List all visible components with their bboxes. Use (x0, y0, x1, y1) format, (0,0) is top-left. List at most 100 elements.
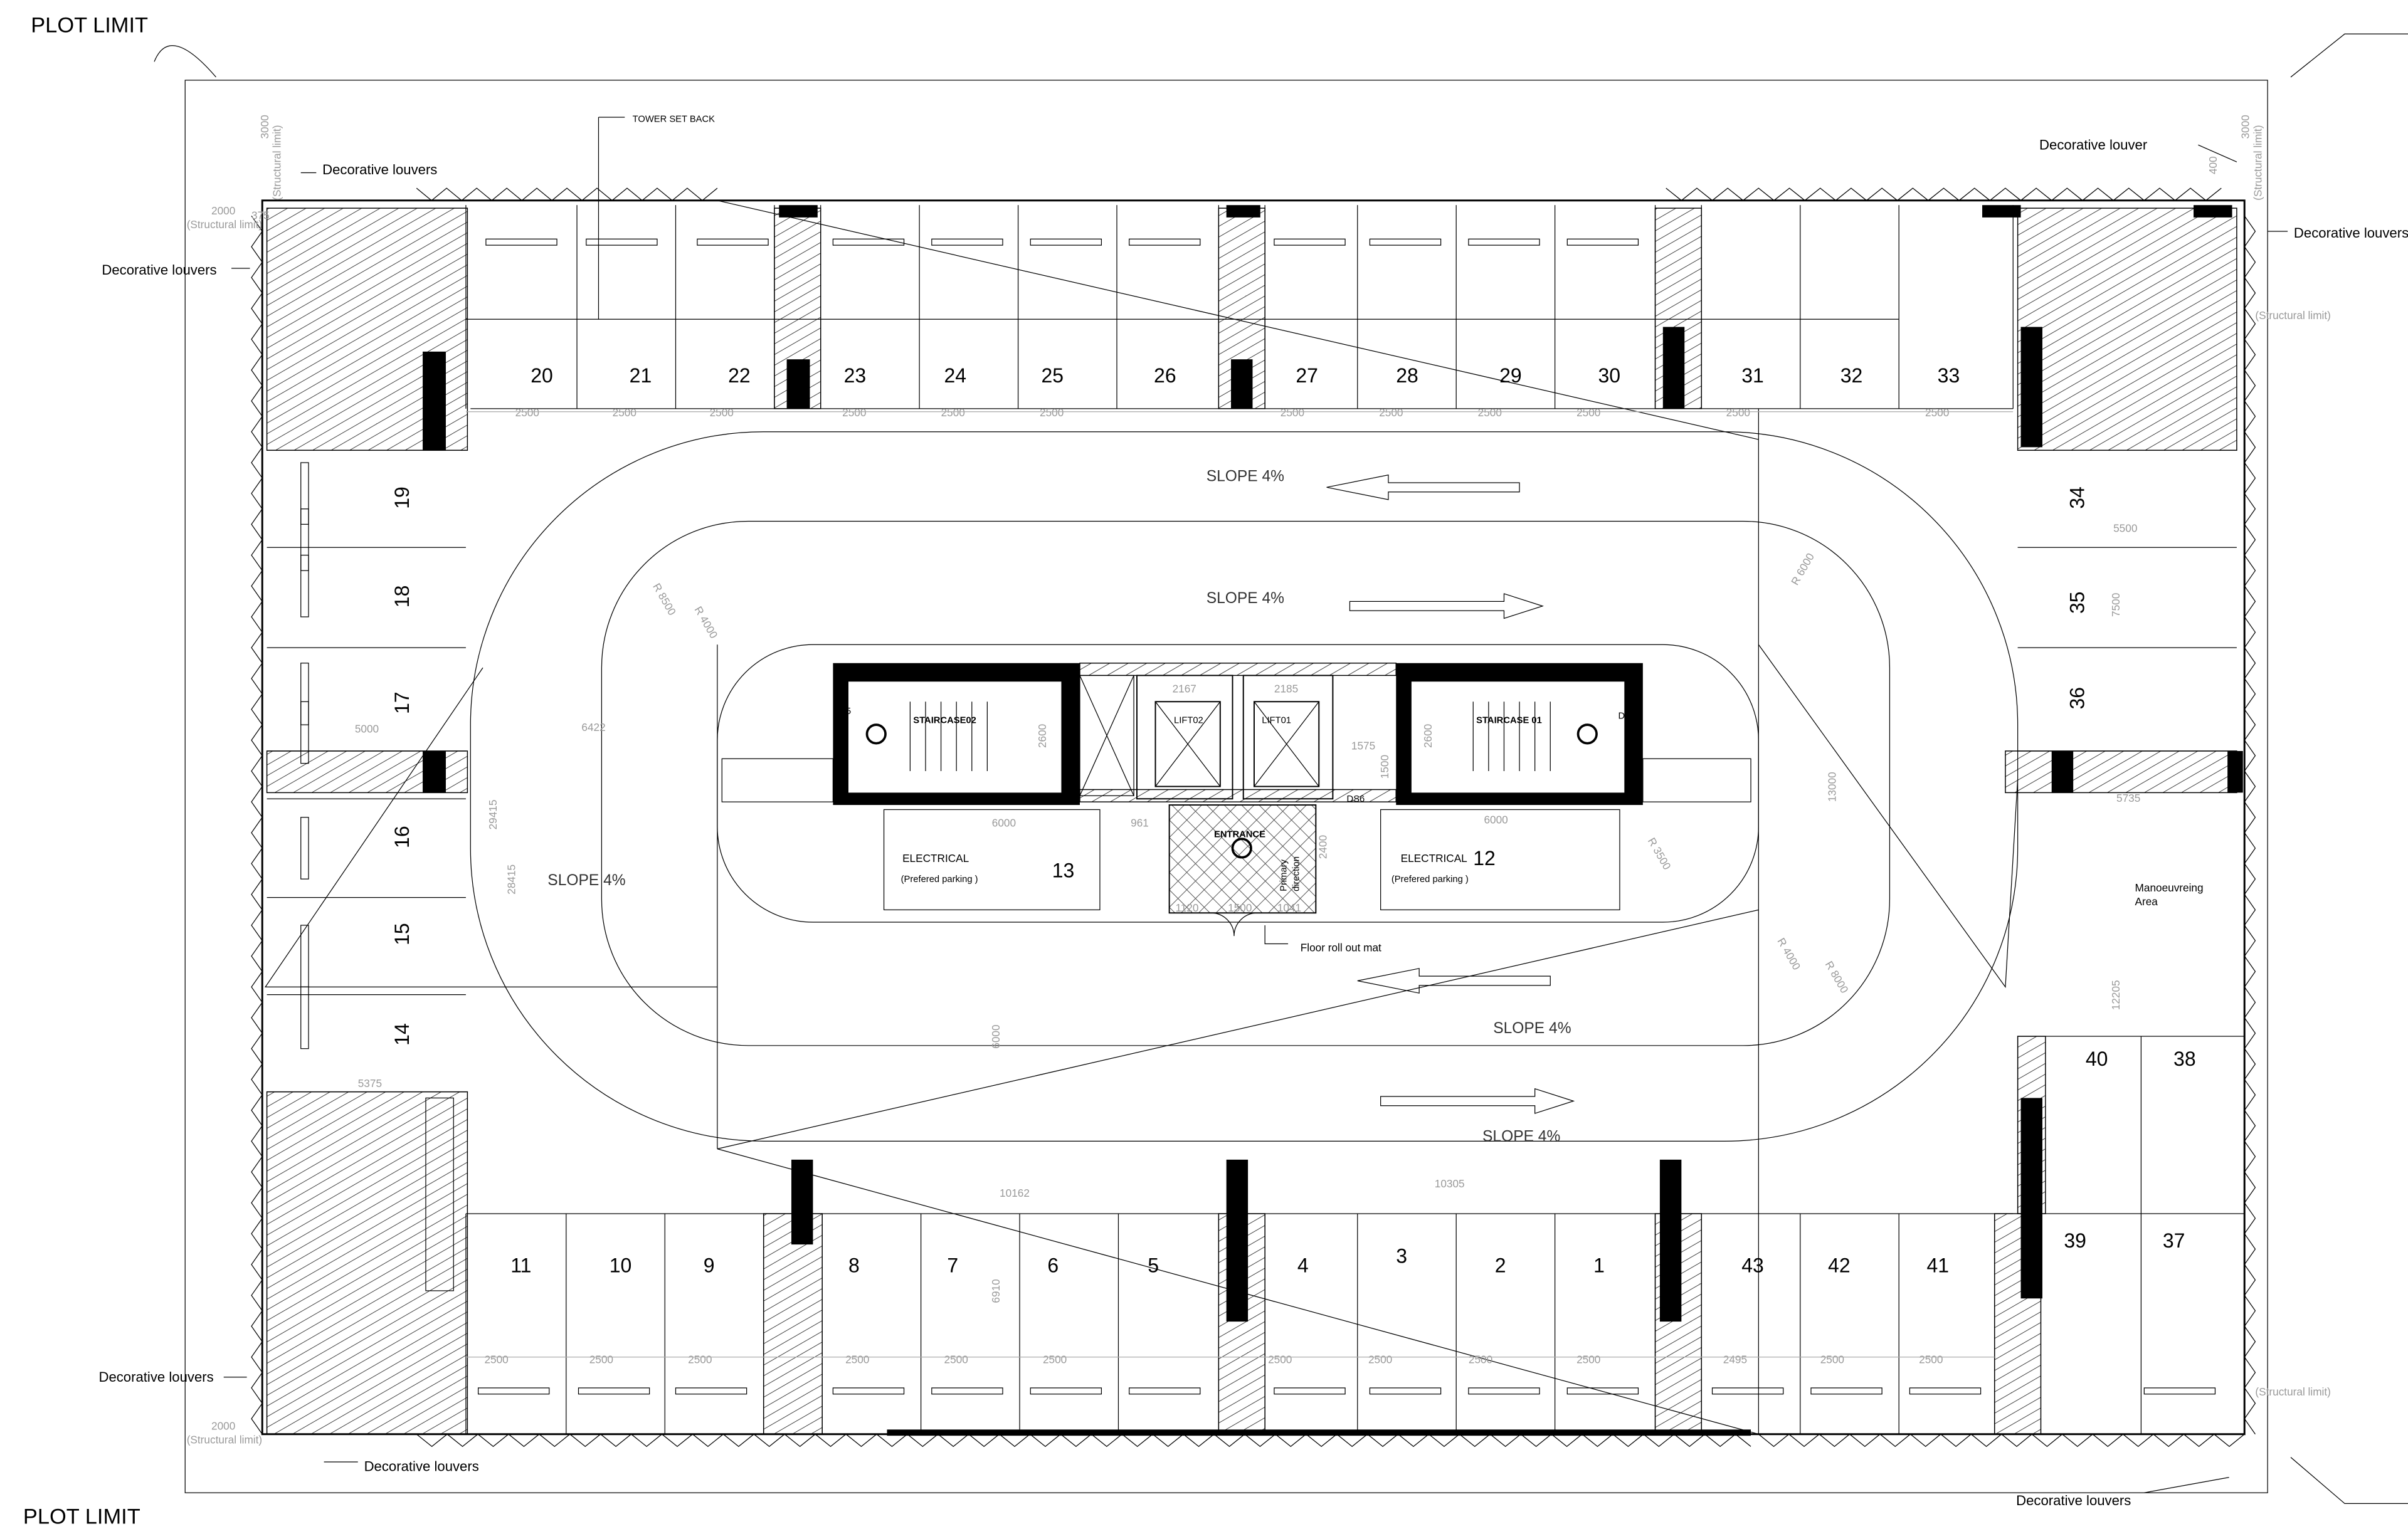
electrical-right-sub: (Prefered parking ) (1391, 875, 1469, 885)
parking-number: 31 (1741, 364, 1764, 387)
arrow-left-icon (1357, 968, 1551, 994)
ramp (264, 200, 2019, 1435)
dimension-label: 2500 (941, 406, 965, 419)
dimension-label: (Structural limit) (2255, 309, 2330, 322)
parking-number: 27 (1296, 364, 1318, 387)
dimension-label: 2500 (688, 1353, 712, 1366)
wheel-stop (578, 1387, 650, 1395)
wheel-stop (586, 238, 658, 246)
dimension-label: 2500 (1268, 1353, 1292, 1366)
parking-stalls (267, 205, 2245, 1434)
parking-number: 29 (1499, 364, 1522, 387)
dimension-label: 28415 (505, 864, 518, 895)
slope-label: SLOPE 4% (547, 872, 625, 889)
parking-number: 33 (1938, 364, 1960, 387)
wheel-stop (1566, 238, 1639, 246)
wheel-stop (1566, 1387, 1639, 1395)
wheel-stop (1274, 238, 1346, 246)
louver-zigzag (1666, 187, 2222, 201)
parking-number: 40 (2086, 1048, 2108, 1070)
plot-limit-label-bottom: PLOT LIMIT (23, 1505, 140, 1528)
plot-corner-arrow-br (2290, 33, 2408, 1505)
parking-number: 2 (1495, 1254, 1506, 1276)
parking-number: 5 (1148, 1254, 1159, 1276)
wheel-stop (300, 663, 309, 725)
dimension-label: 2500 (484, 1353, 508, 1366)
dimension-label: 2500 (1576, 1353, 1600, 1366)
structural-walls (266, 208, 2237, 1435)
dimension-label: 2495 (1723, 1353, 1747, 1366)
wheel-stop (1810, 1387, 1883, 1395)
parking-number: 43 (1741, 1254, 1764, 1276)
parking-number: 32 (1840, 364, 1863, 387)
dimension-label: (Structural limit) (2251, 125, 2264, 200)
entrance-label: ENTRANCE (1214, 830, 1265, 840)
wheel-stop (1369, 1387, 1442, 1395)
dimension-label: 5735 (2116, 792, 2140, 804)
dimension-label: 2500 (1925, 406, 1949, 419)
decorative-louvers-label-right: Decorative louvers (2294, 225, 2408, 241)
dimension-label: 375 (251, 209, 270, 221)
wheel-stop (1468, 238, 1540, 246)
wheel-stop (832, 238, 905, 246)
dimension-label: 2500 (710, 406, 734, 419)
decorative-louvers-label-bottom: Decorative louvers (364, 1459, 479, 1474)
louver-zigzag (2244, 216, 2256, 1435)
dimension-label: (Structural limit) (2255, 1385, 2330, 1398)
parking-number: 35 (2066, 591, 2088, 614)
wheel-stop (485, 238, 557, 246)
dimension-label: 2500 (1379, 406, 1403, 419)
dimension-label: 5000 (355, 722, 379, 735)
dimension-label: 2500 (944, 1353, 968, 1366)
parking-number: 26 (1154, 364, 1176, 387)
wheel-stop (697, 238, 769, 246)
columns (423, 205, 2243, 1436)
parking-number: 30 (1598, 364, 1621, 387)
parking-number: 17 (391, 691, 413, 714)
parking-number: 14 (391, 1023, 413, 1046)
parking-number: 34 (2066, 486, 2088, 509)
parking-number: 15 (391, 923, 413, 945)
louver-zigzag (1758, 1433, 2245, 1448)
wheel-stop (675, 1387, 747, 1395)
parking-number: 41 (1926, 1254, 1949, 1276)
primary-direction-label-2: direction (1291, 856, 1301, 891)
staircase-01-label: STAIRCASE 01 (1476, 716, 1542, 726)
plot-limit-label-top: PLOT LIMIT (31, 14, 148, 38)
dimension-label: 1500 (1228, 901, 1252, 914)
dimension-label: R 4000 (692, 604, 721, 641)
wheel-stop (477, 1387, 550, 1395)
door-schedule-ds6: DS6 (1347, 794, 1365, 804)
slope-label: SLOPE 4% (1482, 1128, 1560, 1145)
decorative-louvers-label-left: Decorative louvers (102, 262, 216, 278)
dimension-label: 2185 (1274, 682, 1298, 695)
slope-label: SLOPE 4% (1493, 1020, 1571, 1037)
dimension-label: (Structural limit) (187, 218, 262, 231)
wheel-stop (1030, 238, 1102, 246)
dimension-label: 2500 (1043, 1353, 1067, 1366)
lift-02-label: LIFT02 (1174, 716, 1203, 726)
dimension-label: 2500 (1576, 406, 1600, 419)
lift-01-label: LIFT01 (1262, 716, 1291, 726)
parking-number: 38 (2173, 1048, 2196, 1070)
decorative-louvers (251, 187, 2256, 1448)
parking-number: 9 (704, 1254, 715, 1276)
dimension-label: 10305 (1435, 1177, 1465, 1190)
wheel-stop (832, 1387, 905, 1395)
wheel-stop (300, 462, 309, 525)
wheel-stop (1030, 1387, 1102, 1395)
traffic-arrows (1326, 474, 1575, 1114)
wheel-stop (1129, 1387, 1201, 1395)
wheel-stop (1274, 1387, 1346, 1395)
dimension-label: 10162 (1000, 1187, 1030, 1199)
dimension-label: 13000 (1825, 772, 1838, 802)
wheel-stop (1468, 1387, 1540, 1395)
wheel-stop (1909, 1387, 1982, 1395)
primary-direction-label-1: Primary (1279, 859, 1289, 891)
dimension-label: 6000 (1484, 814, 1508, 826)
parking-number: 22 (728, 364, 751, 387)
decorative-louver-label-top-right: Decorative louver (2039, 137, 2147, 153)
ramp-bench (425, 1097, 454, 1291)
wheel-stop (300, 986, 309, 1049)
dimension-label: R 3500 (1645, 836, 1674, 872)
